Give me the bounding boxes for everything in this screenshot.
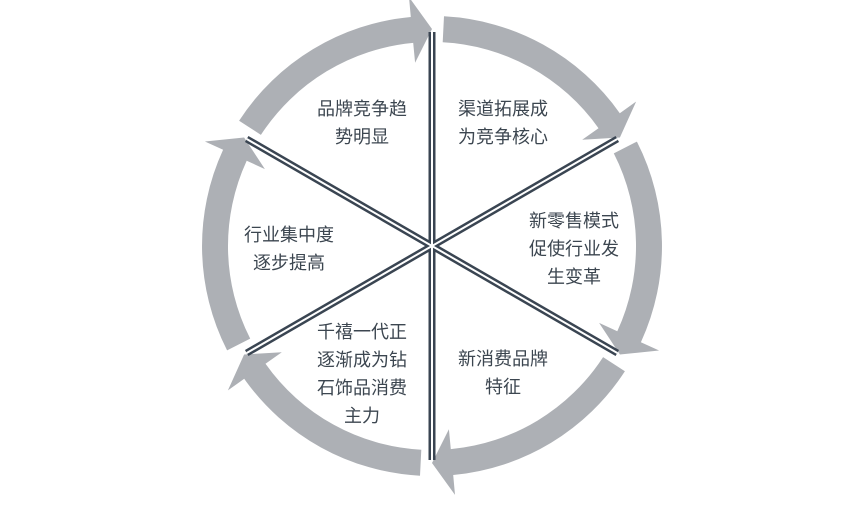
cycle-arrows bbox=[202, 0, 662, 495]
arrow-new-retail bbox=[599, 141, 662, 355]
segment-label-new-retail: 新零售模式促使行业发生变革 bbox=[529, 211, 619, 288]
segment-label-millennials: 千禧一代正逐渐成为钻石饰品消费主力 bbox=[317, 322, 407, 427]
segment-label-new-brand: 新消费品牌特征 bbox=[458, 349, 548, 398]
segment-label-concentration: 行业集中度逐步提高 bbox=[244, 225, 334, 274]
segment-dividers bbox=[244, 32, 620, 460]
arrow-millennials bbox=[227, 352, 422, 476]
divider-highlight-2 bbox=[246, 138, 618, 354]
arrow-channel bbox=[442, 16, 637, 140]
arrow-new-brand bbox=[432, 357, 625, 495]
segment-label-brand-competition: 品牌竞争趋势明显 bbox=[317, 99, 407, 148]
segment-label-channel: 渠道拓展成为竞争核心 bbox=[458, 99, 548, 148]
arrow-brand-competition bbox=[239, 0, 432, 135]
arrow-concentration bbox=[202, 137, 265, 351]
